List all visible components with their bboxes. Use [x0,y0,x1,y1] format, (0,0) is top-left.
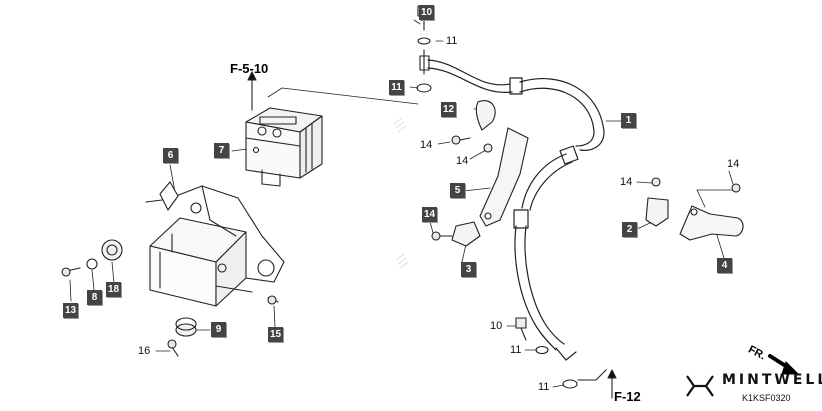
callout-16-bolt-bottom[interactable]: 16 [138,345,151,357]
callout-7-abs-modulator[interactable]: 7 [214,143,229,158]
brake-hose-drawing [427,59,605,361]
brand-logo-icon [686,375,714,397]
callout-5-bracket[interactable]: 5 [450,183,465,198]
clamp-small-drawing [431,221,481,247]
ref-arrow-lower [577,369,617,399]
callout-1-brake-hose[interactable]: 1 [621,113,636,128]
callout-6-stay[interactable]: 6 [163,148,178,163]
callout-2-clamp-right[interactable]: 2 [622,222,637,237]
ref-arrow-upper [247,71,419,111]
callout-11-washer-lower-2[interactable]: 11 [538,381,550,393]
callout-9-rubber-mount-bottom[interactable]: 9 [211,322,226,337]
callout-14-clamp-bolt-2[interactable]: 14 [456,155,469,167]
left-fasteners [61,239,279,357]
bracket-drawing [479,127,529,227]
callout-4-bracket-right[interactable]: 4 [717,258,732,273]
callout-10-bolt-lower[interactable]: 10 [490,320,503,332]
brand-wordmark: MINTWELL [722,372,822,388]
right-bracket-drawing [645,177,744,241]
callout-11-washer-top-box[interactable]: 11 [389,80,404,95]
hose-clamp-drawing [451,100,496,153]
callout-11-washer-lower-1[interactable]: 11 [510,344,522,356]
callout-3-clamp-small[interactable]: 3 [461,262,476,277]
callout-18-rubber-mount-left[interactable]: 18 [106,282,121,297]
callout-14-bracket-bolt[interactable]: 14 [422,207,437,222]
callout-8-collar[interactable]: 8 [87,290,102,305]
callout-13-bolt-left[interactable]: 13 [63,303,78,318]
callout-15-bolt-case[interactable]: 15 [268,327,283,342]
callout-14-clamp-bolt-1[interactable]: 14 [420,139,433,151]
diagram-code: K1KSF0320 [742,393,791,403]
callout-11-washer-top[interactable]: 11 [446,35,458,47]
abs-case-drawing [145,181,285,307]
front-arrow [768,354,799,375]
ref-lower-label: F-12 [614,389,641,404]
callout-14-right-bolt-1[interactable]: 14 [727,158,740,170]
abs-modulator-drawing [245,107,323,187]
callout-14-right-bolt-2[interactable]: 14 [620,176,633,188]
callout-12-hose-clamp[interactable]: 12 [441,102,456,117]
callout-10-bolt-top[interactable]: 10 [419,5,434,20]
ref-upper-label: F-5-10 [230,61,269,76]
leader-lines [69,19,735,388]
lower-banjo [515,317,578,389]
